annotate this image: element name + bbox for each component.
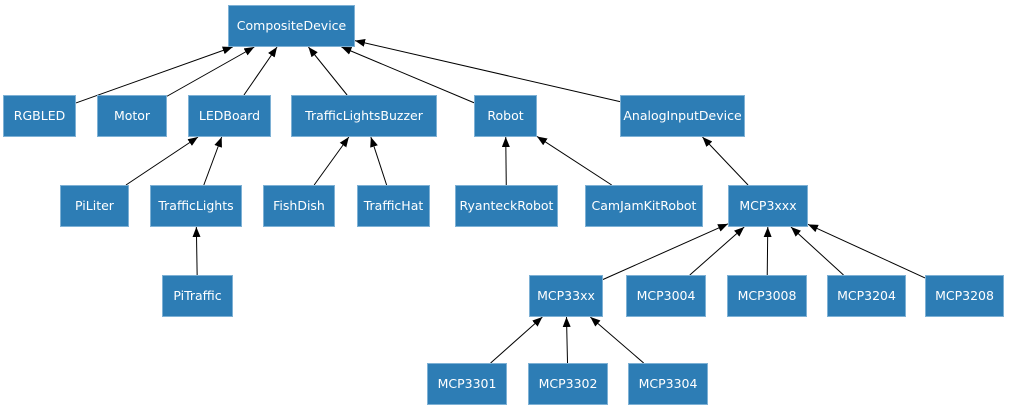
inheritance-edge-TrafficHat-to-TrafficLightsBuzzer bbox=[370, 136, 388, 186]
inheritance-edge-MCP3304-to-MCP33xx bbox=[590, 316, 644, 364]
node-ledboard[interactable]: LEDBoard bbox=[188, 95, 271, 137]
inheritance-edge-FishDish-to-TrafficLightsBuzzer bbox=[313, 136, 350, 186]
inheritance-edge-TrafficLightsBuzzer-to-CompositeDevice bbox=[308, 46, 348, 96]
inheritance-edge-PiTraffic-to-TrafficLights bbox=[192, 226, 201, 276]
node-analoginputdevice[interactable]: AnalogInputDevice bbox=[620, 95, 745, 137]
inheritance-edge-PiLiter-to-LEDBoard bbox=[125, 136, 199, 186]
node-piliter[interactable]: PiLiter bbox=[60, 185, 129, 227]
node-robot[interactable]: Robot bbox=[474, 95, 537, 137]
node-compositedevice[interactable]: CompositeDevice bbox=[228, 5, 355, 47]
inheritance-edge-MCP33xx-to-MCP3xxx bbox=[602, 223, 729, 280]
node-traffichat[interactable]: TrafficHat bbox=[357, 185, 430, 227]
node-mcp3208[interactable]: MCP3208 bbox=[925, 275, 1004, 317]
inheritance-edge-MCP3004-to-MCP3xxx bbox=[689, 226, 745, 276]
node-mcp3xxx[interactable]: MCP3xxx bbox=[728, 185, 808, 227]
inheritance-edge-TrafficLights-to-LEDBoard bbox=[203, 136, 223, 186]
node-mcp3304[interactable]: MCP3304 bbox=[628, 363, 708, 405]
inheritance-edge-Motor-to-CompositeDevice bbox=[166, 46, 255, 97]
node-ryanteckrobot[interactable]: RyanteckRobot bbox=[455, 185, 558, 227]
node-mcp3008[interactable]: MCP3008 bbox=[727, 275, 807, 317]
node-trafficlightsbuzzer[interactable]: TrafficLightsBuzzer bbox=[291, 95, 437, 137]
node-camjamkitrobot[interactable]: CamJamKitRobot bbox=[585, 185, 703, 227]
inheritance-edge-LEDBoard-to-CompositeDevice bbox=[243, 46, 278, 96]
inheritance-edge-MCP3xxx-to-AnalogInputDevice bbox=[702, 136, 749, 186]
node-mcp3004[interactable]: MCP3004 bbox=[626, 275, 706, 317]
inheritance-edge-MCP3208-to-MCP3xxx bbox=[807, 223, 926, 279]
node-pitraffic[interactable]: PiTraffic bbox=[162, 275, 233, 317]
node-mcp3302[interactable]: MCP3302 bbox=[528, 363, 608, 405]
node-mcp33xx[interactable]: MCP33xx bbox=[529, 275, 603, 317]
node-mcp3301[interactable]: MCP3301 bbox=[427, 363, 507, 405]
node-trafficlights[interactable]: TrafficLights bbox=[150, 185, 242, 227]
node-motor[interactable]: Motor bbox=[97, 95, 167, 137]
node-mcp3204[interactable]: MCP3204 bbox=[827, 275, 906, 317]
inheritance-edge-MCP3204-to-MCP3xxx bbox=[790, 226, 844, 276]
inheritance-edge-MCP3008-to-MCP3xxx bbox=[763, 226, 772, 276]
inheritance-edge-AnalogInputDevice-to-CompositeDevice bbox=[354, 38, 621, 103]
inheritance-edge-RyanteckRobot-to-Robot bbox=[501, 136, 510, 186]
node-rgbled[interactable]: RGBLED bbox=[3, 95, 76, 137]
inheritance-edge-MCP3302-to-MCP33xx bbox=[562, 316, 571, 364]
inheritance-edge-MCP3301-to-MCP33xx bbox=[490, 316, 543, 364]
node-fishdish[interactable]: FishDish bbox=[263, 185, 335, 227]
inheritance-edge-CamJamKitRobot-to-Robot bbox=[536, 136, 612, 186]
